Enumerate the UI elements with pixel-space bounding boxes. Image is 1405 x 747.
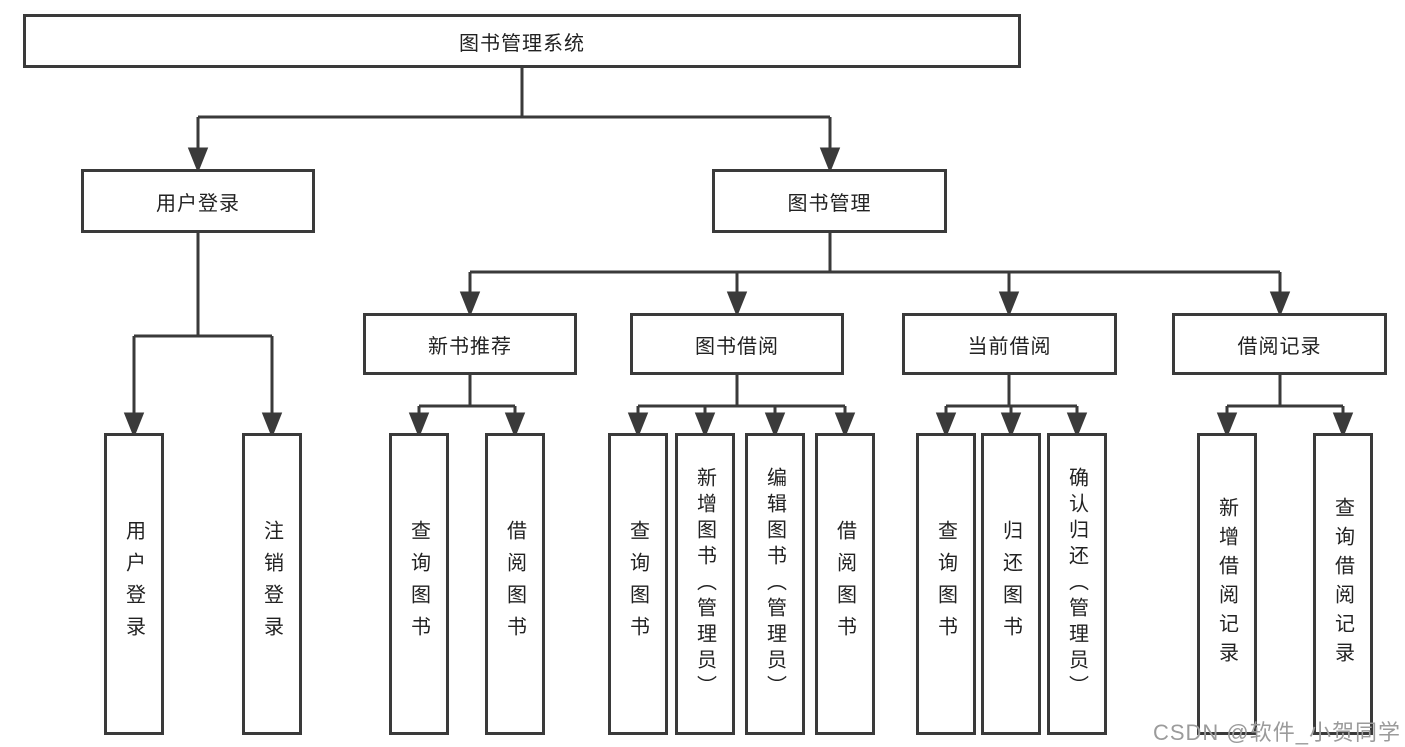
- node-user-login: 用户登录: [81, 169, 315, 233]
- node-library-system: 图书管理系统: [23, 14, 1021, 68]
- arrowhead-down-icon: [504, 412, 526, 439]
- arrowhead-down-icon: [627, 412, 649, 439]
- connector-line: [944, 375, 1079, 416]
- connector-current-borrow-group: [935, 375, 1088, 439]
- arrowhead-down-icon: [726, 291, 748, 318]
- arrowhead-down-icon: [1066, 412, 1088, 439]
- leaf-current-confirm-return-admin: 确认归还（管理员）: [1047, 433, 1107, 735]
- connector-book-borrow-group: [627, 375, 856, 439]
- node-book-management: 图书管理: [712, 169, 947, 233]
- connector-line: [468, 233, 1282, 295]
- arrowhead-down-icon: [1000, 412, 1022, 439]
- leaf-borrow-query-books: 查询图书: [608, 433, 668, 735]
- leaf-recommend-query-books: 查询图书: [389, 433, 449, 735]
- arrowhead-down-icon: [998, 291, 1020, 318]
- leaf-borrow-borrow-books: 借阅图书: [815, 433, 875, 735]
- arrowhead-down-icon: [123, 412, 145, 439]
- node-book-borrow: 图书借阅: [630, 313, 844, 375]
- arrowhead-down-icon: [459, 291, 481, 318]
- connector-line: [132, 233, 274, 416]
- arrowhead-down-icon: [1332, 412, 1354, 439]
- arrowhead-down-icon: [1216, 412, 1238, 439]
- leaf-records-query-record: 查询借阅记录: [1313, 433, 1373, 735]
- leaf-current-return-books: 归还图书: [981, 433, 1041, 735]
- arrowhead-down-icon: [834, 412, 856, 439]
- arrowhead-down-icon: [935, 412, 957, 439]
- arrowhead-down-icon: [819, 147, 841, 174]
- connector-line: [196, 68, 832, 151]
- arrowhead-down-icon: [187, 147, 209, 174]
- connector-line: [1225, 375, 1345, 416]
- arrowhead-down-icon: [1269, 291, 1291, 318]
- leaf-borrow-edit-books-admin: 编辑图书（管理员）: [745, 433, 805, 735]
- connector-root-to-branches: [187, 68, 841, 174]
- csdn-watermark: CSDN @软件_小贺同学: [1152, 720, 1401, 745]
- leaf-recommend-borrow-books: 借阅图书: [485, 433, 545, 735]
- arrowhead-down-icon: [764, 412, 786, 439]
- arrowhead-down-icon: [694, 412, 716, 439]
- leaf-records-add-record: 新增借阅记录: [1197, 433, 1257, 735]
- connector-book-mgmt-to-sections: [459, 233, 1291, 318]
- connector-line: [636, 375, 847, 416]
- leaf-borrow-add-books-admin: 新增图书（管理员）: [675, 433, 735, 735]
- leaf-user-login: 用户登录: [104, 433, 164, 735]
- connector-line: [417, 375, 517, 416]
- connector-borrow-records-group: [1216, 375, 1354, 439]
- leaf-current-query-books: 查询图书: [916, 433, 976, 735]
- node-current-borrow: 当前借阅: [902, 313, 1117, 375]
- connector-new-books-group: [408, 375, 526, 439]
- arrowhead-down-icon: [408, 412, 430, 439]
- node-new-book-recommend: 新书推荐: [363, 313, 577, 375]
- arrowhead-down-icon: [261, 412, 283, 439]
- leaf-logout: 注销登录: [242, 433, 302, 735]
- node-borrow-records: 借阅记录: [1172, 313, 1387, 375]
- connector-user-login-group: [123, 233, 283, 439]
